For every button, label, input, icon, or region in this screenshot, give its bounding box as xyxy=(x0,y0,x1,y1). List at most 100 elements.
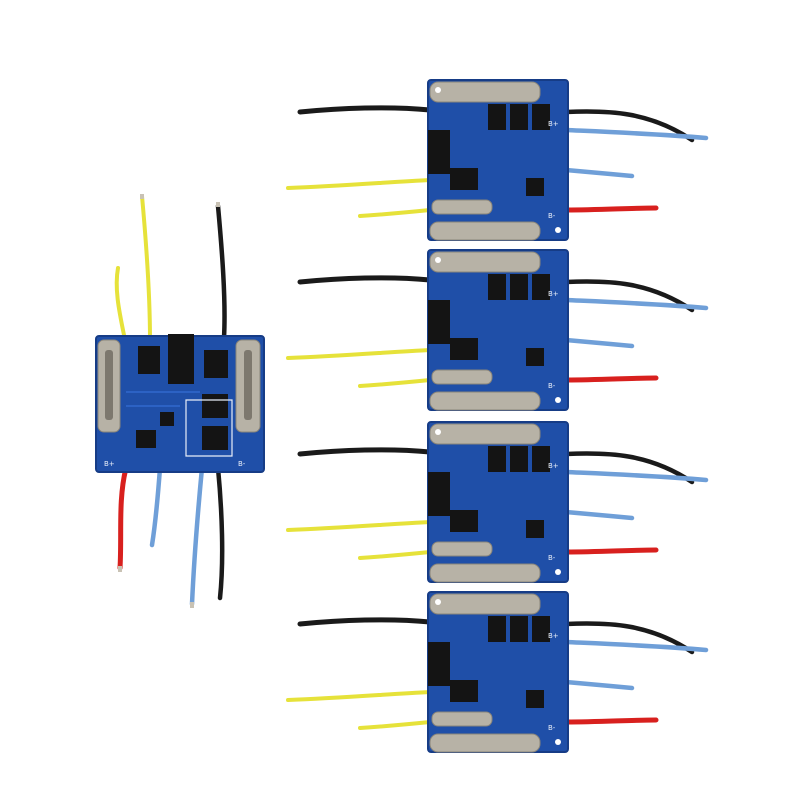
mosfet-chip xyxy=(510,274,528,300)
wire-yellow-2 xyxy=(358,550,432,560)
mosfet-chip xyxy=(488,104,506,130)
mosfet-chip xyxy=(488,616,506,642)
pad-label-left: B+ xyxy=(548,120,559,128)
mounting-hole xyxy=(435,429,441,435)
pad-label-right: B- xyxy=(548,382,556,390)
wire-blue-1 xyxy=(149,465,163,548)
mosfet-chip xyxy=(488,446,506,472)
silkscreen-outline xyxy=(185,399,233,457)
wire-red xyxy=(117,465,129,571)
wire-black-top xyxy=(215,203,227,341)
power-jack xyxy=(428,300,450,344)
power-jack xyxy=(428,642,450,686)
wire-blue-2 xyxy=(563,337,635,349)
bms-board-small-1: B+ B- xyxy=(286,79,709,241)
mosfet-chip xyxy=(510,616,528,642)
power-jack xyxy=(428,472,450,516)
mosfet-chip xyxy=(204,350,228,378)
pad-label-right: B- xyxy=(548,212,556,220)
ic-chip xyxy=(526,690,544,708)
wire-yellow-2 xyxy=(358,208,432,218)
terminal-top xyxy=(429,81,541,103)
mosfet-chip xyxy=(202,426,228,450)
mounting-hole xyxy=(435,87,441,93)
trace xyxy=(126,391,200,407)
mosfet-chip xyxy=(138,346,160,374)
mounting-hole xyxy=(435,599,441,605)
wire-black-right xyxy=(563,109,695,143)
wire-tip xyxy=(140,194,144,199)
terminal-top xyxy=(429,251,541,273)
wire-blue-1 xyxy=(563,127,709,141)
wire-yellow-1 xyxy=(114,266,127,342)
power-jack xyxy=(168,334,194,384)
terminal-slot xyxy=(105,350,113,420)
wire-blue-2 xyxy=(563,509,635,521)
ic-chip xyxy=(136,430,156,448)
mounting-hole xyxy=(555,569,561,575)
mosfet-chip xyxy=(532,104,550,130)
pad-label-left: B+ xyxy=(548,462,559,470)
wire-yellow-1 xyxy=(286,348,432,360)
wire-blue-1 xyxy=(563,639,709,653)
mosfet-chip xyxy=(510,104,528,130)
terminal-top xyxy=(429,593,541,615)
ic-chip xyxy=(526,348,544,366)
terminal-bottom xyxy=(429,221,541,241)
wire-yellow-1 xyxy=(286,690,432,702)
mosfet-chip xyxy=(532,616,550,642)
bms-board-small-3: B+ B- xyxy=(286,421,709,583)
bms-board-small-4: B+ B- xyxy=(286,591,709,753)
wire-blue-2 xyxy=(563,679,635,691)
pad-label-right: B- xyxy=(548,554,556,562)
terminal-bottom-2 xyxy=(431,711,493,727)
terminal-bottom xyxy=(429,733,541,753)
wire-black-right xyxy=(563,451,695,485)
pad-label-right: B- xyxy=(548,724,556,732)
mosfet-chip xyxy=(532,446,550,472)
terminal-bottom xyxy=(429,391,541,411)
mounting-hole xyxy=(555,739,561,745)
ic-chip xyxy=(160,412,174,426)
mounting-hole xyxy=(555,227,561,233)
wire-blue-1 xyxy=(563,469,709,483)
wire-yellow-2 xyxy=(358,378,432,388)
pad-label-left: B+ xyxy=(104,460,115,468)
mounting-hole xyxy=(435,257,441,263)
wire-yellow-2 xyxy=(140,194,152,342)
bms-board-large: B+ B- xyxy=(95,194,265,608)
wire-blue-2 xyxy=(189,465,205,607)
wire-red xyxy=(563,547,659,555)
mosfet-chip xyxy=(510,446,528,472)
mosfet-chip xyxy=(450,168,478,190)
mosfet-chip xyxy=(532,274,550,300)
wire-tip xyxy=(216,202,220,207)
ic-chip xyxy=(526,520,544,538)
mounting-hole xyxy=(555,397,561,403)
pad-label-left: B+ xyxy=(548,290,559,298)
wire-red xyxy=(563,205,659,213)
mosfet-chip xyxy=(450,680,478,702)
terminal-bottom-2 xyxy=(431,369,493,385)
mosfet-chip xyxy=(488,274,506,300)
terminal-slot xyxy=(244,350,252,420)
wire-black-left xyxy=(297,617,433,627)
wire-black-bottom xyxy=(215,465,225,601)
wire-blue-2 xyxy=(563,167,635,179)
terminal-top xyxy=(429,423,541,445)
wire-yellow-1 xyxy=(286,178,432,190)
terminal-bottom-2 xyxy=(431,541,493,557)
wire-black-right xyxy=(563,279,695,313)
terminal-bottom xyxy=(429,563,541,583)
terminal-bottom-2 xyxy=(431,199,493,215)
wire-black-right xyxy=(563,621,695,655)
mosfet-chip xyxy=(450,510,478,532)
wire-blue-1 xyxy=(563,297,709,311)
mosfet-chip xyxy=(450,338,478,360)
mosfet-chip xyxy=(202,394,228,418)
bms-board-small-2: B+ B- xyxy=(286,249,709,411)
wire-red xyxy=(563,717,659,725)
wire-tip xyxy=(190,602,194,608)
wire-yellow-2 xyxy=(358,720,432,730)
